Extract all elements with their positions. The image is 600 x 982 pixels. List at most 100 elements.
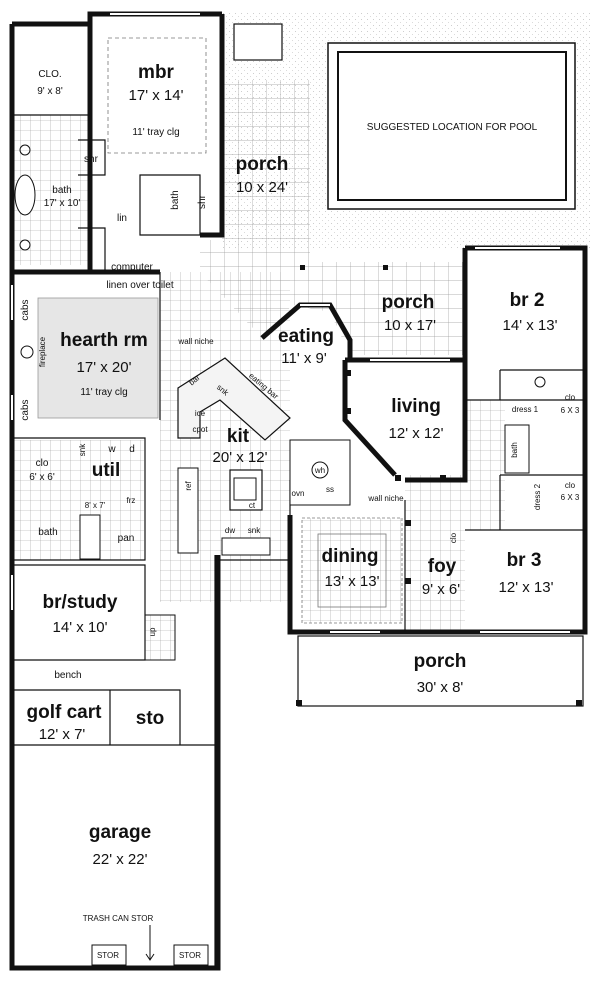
hearth-shade — [37, 297, 159, 419]
label-bath-br: bath — [510, 442, 519, 458]
room-garage-name: garage — [89, 822, 151, 843]
oven-corner — [289, 439, 351, 506]
room-util-name: util — [92, 460, 121, 481]
label-bath-util: bath — [38, 527, 57, 538]
room-hearth-size: 17' x 20' — [77, 359, 132, 376]
room-clo-util-name: clo — [36, 458, 49, 469]
garage-walls — [12, 555, 216, 968]
room-hearth-name: hearth rm — [60, 330, 148, 351]
room-golf-cart-name: golf cart — [27, 702, 103, 723]
sink-mb-2 — [19, 239, 31, 251]
pool-inner — [337, 51, 567, 201]
label-ref: ref — [184, 481, 193, 491]
label-clo-foy: clo — [449, 532, 458, 543]
label-wh: wh — [314, 466, 325, 475]
room-foy-name: foy — [428, 556, 457, 577]
label-trash: TRASH CAN STOR — [83, 914, 154, 923]
room-closet-size: 9' x 8' — [37, 86, 63, 97]
room-br-study-name: br/study — [43, 592, 118, 613]
room-eating-size: 11' x 9' — [281, 350, 327, 367]
room-mbr-name: mbr — [138, 62, 175, 83]
label-ovn: ovn — [292, 489, 305, 498]
pool-outline — [327, 42, 576, 210]
label-ice: ice — [195, 409, 206, 418]
room-br3-name: br 3 — [507, 550, 542, 571]
label-linen: linen over toilet — [106, 280, 173, 291]
util-floor — [14, 440, 144, 560]
room-util-size: 8' x 7' — [85, 501, 106, 510]
room-kit-size: 20' x 12' — [213, 449, 268, 466]
room-closet-name: CLO. — [38, 69, 61, 80]
label-wall-niche-right: wall niche — [367, 494, 404, 503]
room-porch-rear-mid-size: 10 x 17' — [384, 317, 436, 334]
label-ss: ss — [326, 485, 334, 494]
sink-mb-1 — [19, 144, 31, 156]
room-dining-size: 13' x 13' — [325, 573, 380, 590]
room-mbr-note: 11' tray clg — [132, 127, 179, 138]
label-bath-small: bath — [170, 190, 181, 209]
room-garage-size: 22' x 22' — [93, 851, 148, 868]
label-stor2: STOR — [179, 951, 201, 960]
stairs — [144, 614, 176, 661]
room-porch-rear-left-size: 10 x 24' — [236, 179, 288, 196]
label-cabs-bottom: cabs — [20, 399, 31, 420]
label-clo2: clo — [565, 481, 576, 490]
label-cabs-top: cabs — [20, 299, 31, 320]
windows — [11, 13, 570, 633]
master-wall — [12, 14, 225, 275]
porch-front-floor — [297, 635, 584, 707]
dining-tray-outer — [301, 517, 403, 624]
room-living-name: living — [391, 396, 441, 417]
spa-outline — [233, 23, 283, 61]
label-bench: bench — [54, 670, 81, 681]
label-shr2: shr — [197, 194, 208, 209]
kitchen-island — [229, 469, 263, 511]
sink-br-bath — [534, 376, 546, 388]
garage-stor-1 — [91, 944, 127, 966]
fireplace-hearth — [20, 345, 34, 359]
label-ct: ct — [249, 501, 256, 510]
label-pan: pan — [118, 533, 135, 544]
label-snk-util: snk — [78, 443, 87, 456]
label-snk-kit: snk — [248, 526, 261, 535]
label-clo1: clo — [565, 393, 576, 402]
room-sto-name: sto — [136, 708, 165, 729]
label-d: d — [129, 444, 135, 455]
garage-stor-2 — [173, 944, 209, 966]
pool-note: SUGGESTED LOCATION FOR POOL — [367, 122, 538, 133]
room-porch-front-size: 30' x 8' — [417, 679, 464, 696]
room-br2-size: 14' x 13' — [503, 317, 558, 334]
hall-floor — [465, 400, 505, 530]
label-w: w — [107, 444, 116, 455]
room-hearth-note: 11' tray clg — [80, 387, 127, 398]
kitchen-island-bar — [177, 357, 291, 441]
porch-post-2 — [576, 700, 582, 706]
room-mbr-size: 17' x 14' — [129, 87, 184, 104]
room-clo-util-size: 6' x 6' — [29, 472, 55, 483]
label-fireplace: fireplace — [38, 336, 47, 367]
living-wall — [342, 357, 468, 483]
label-lin: lin — [117, 213, 127, 224]
label-computer: computer — [111, 262, 153, 273]
room-porch-front-name: porch — [414, 651, 467, 672]
room-br3-size: 12' x 13' — [499, 579, 554, 596]
tub-br-bath — [504, 424, 530, 474]
garage-arrow — [145, 925, 155, 961]
cooktop — [233, 477, 257, 501]
label-cpot: cpot — [192, 425, 208, 434]
water-heater — [311, 461, 329, 479]
label-stor1: STOR — [97, 951, 119, 960]
room-br2-name: br 2 — [510, 290, 545, 311]
room-mbr: mbr 17' x 14' 11' tray clg — [129, 62, 184, 138]
label-dress2: dress 2 — [533, 483, 542, 510]
master-tub — [14, 174, 36, 216]
room-foy-size: 9' x 6' — [422, 581, 460, 598]
label-shr1: shr — [84, 154, 99, 165]
room-master-bath-size: 17' x 10' — [44, 198, 81, 209]
master-bath-walls — [12, 114, 201, 272]
label-wall-niche-top: wall niche — [177, 337, 214, 346]
room-master-bath-name: bath — [52, 185, 71, 196]
label-frz: frz — [127, 496, 136, 505]
porch-post-1 — [296, 700, 302, 706]
